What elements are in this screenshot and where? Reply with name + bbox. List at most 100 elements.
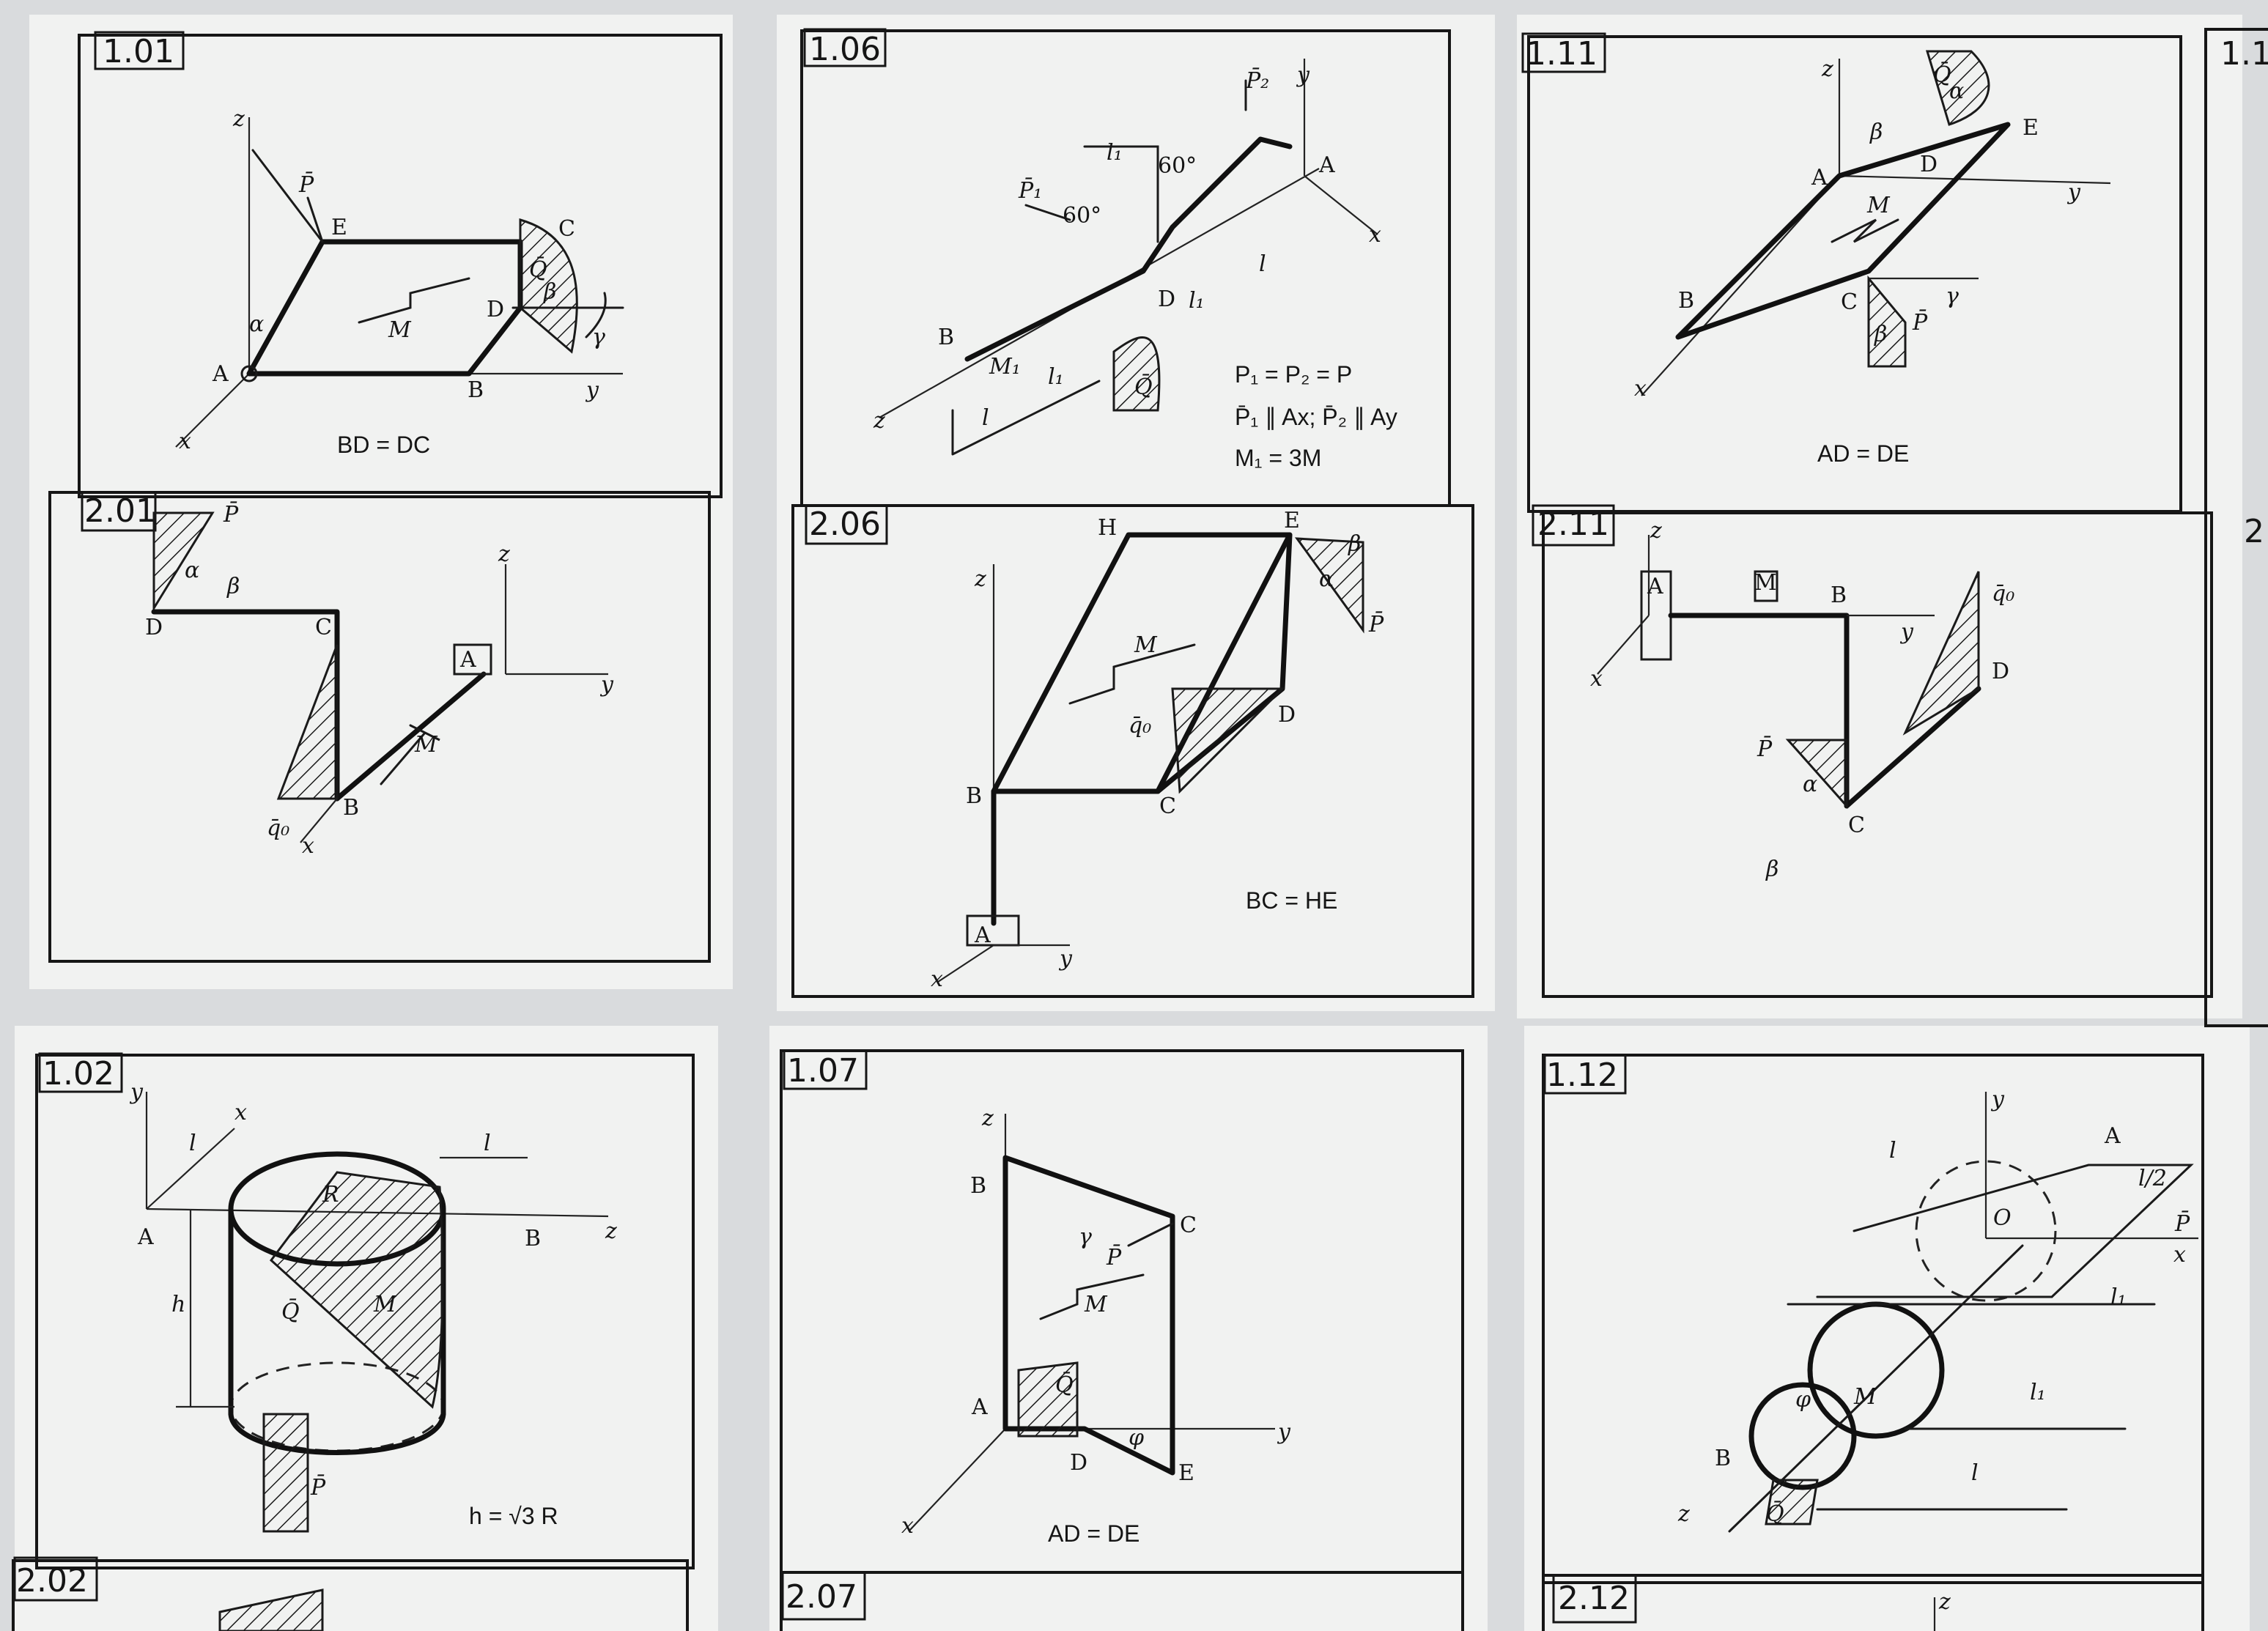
- svg-text:B: B: [966, 783, 982, 809]
- svg-text:A: A: [1318, 152, 1335, 178]
- svg-text:Q̄: Q̄: [281, 1298, 300, 1325]
- svg-text:l: l: [982, 405, 989, 431]
- svg-text:Q̄: Q̄: [1055, 1372, 1074, 1398]
- svg-text:β: β: [1765, 857, 1778, 882]
- problem-2-06: 2.06 H E β α P̄ z M q̄₀ D B C A y x BC =…: [791, 504, 1474, 998]
- svg-text:O: O: [1993, 1205, 2012, 1231]
- svg-text:D: D: [1992, 659, 2009, 684]
- problem-1-01: 1.01 z P̄ E C Q̄ β M D γ α A B y x BD = …: [78, 31, 723, 498]
- svg-text:B: B: [970, 1173, 986, 1199]
- svg-text:α: α: [1803, 772, 1817, 797]
- svg-text:β: β: [1869, 119, 1883, 145]
- problem-2-12: 2.12 z: [1542, 1574, 2204, 1631]
- svg-text:y: y: [1296, 62, 1310, 88]
- svg-text:M: M: [1084, 1292, 1108, 1317]
- problem-number: 1.01: [103, 33, 174, 70]
- svg-text:B: B: [1831, 582, 1847, 608]
- problem-number: 1.06: [809, 31, 881, 68]
- svg-text:x: x: [931, 966, 943, 992]
- svg-text:A: A: [971, 1394, 988, 1420]
- sheet-6: [1524, 1026, 2250, 1631]
- problem-number: 2.07: [786, 1578, 857, 1616]
- svg-text:B: B: [468, 377, 484, 403]
- svg-text:x: x: [179, 429, 191, 454]
- svg-text:B: B: [938, 325, 954, 350]
- svg-text:l₁: l₁: [1189, 288, 1205, 314]
- problem-number: 2.12: [1558, 1580, 1630, 1617]
- svg-text:z: z: [1938, 1589, 1951, 1615]
- sheet-2: [777, 15, 1495, 1011]
- svg-text:β: β: [1874, 322, 1887, 347]
- svg-text:D: D: [145, 615, 163, 640]
- problem-number: 2.06: [809, 506, 881, 543]
- svg-text:φ: φ: [1795, 1387, 1811, 1413]
- svg-text:β: β: [543, 279, 556, 305]
- svg-text:60°: 60°: [1158, 153, 1197, 179]
- svg-text:D: D: [1278, 702, 1296, 728]
- svg-text:A: A: [1647, 574, 1663, 599]
- problem-1-11: 1.11 z Q̄ α β E A D y M B C γ β P̄ x AD …: [1521, 32, 2182, 513]
- problem-number: 1.11: [1526, 35, 1597, 73]
- svg-text:M: M: [1134, 632, 1158, 658]
- svg-text:z: z: [873, 408, 885, 434]
- svg-text:x: x: [901, 1513, 914, 1539]
- svg-text:Q̄: Q̄: [1766, 1501, 1784, 1527]
- condition-note: BD = DC: [337, 432, 430, 458]
- svg-text:P̄: P̄: [2174, 1210, 2190, 1237]
- svg-text:B: B: [343, 795, 359, 821]
- problem-1-07: 1.07 z B C γ P̄ M A Q̄ φ D E y x AD = DE: [780, 1049, 1464, 1574]
- svg-text:A: A: [212, 361, 229, 387]
- svg-text:M: M: [1754, 570, 1777, 596]
- svg-text:C: C: [1180, 1213, 1197, 1238]
- svg-text:C: C: [558, 216, 575, 242]
- svg-text:P̄: P̄: [1368, 611, 1384, 637]
- svg-text:y: y: [1058, 946, 1073, 972]
- svg-text:y: y: [129, 1079, 144, 1105]
- svg-text:x: x: [234, 1100, 247, 1125]
- condition-note: P̄₁ ∥ Ax; P̄₂ ∥ Ay: [1235, 404, 1397, 430]
- problem-number: 2: [2244, 513, 2264, 550]
- svg-text:P̄: P̄: [298, 171, 314, 198]
- condition-note: h = √3 R: [469, 1503, 558, 1529]
- problem-edge-partial: 1.1 2: [2204, 28, 2268, 1027]
- problem-1-12: 1.12 y A l l/2 P̄ x O l₁ l₁ M l B z Q̄ φ: [1542, 1054, 2204, 1584]
- sheet-1: [29, 15, 733, 989]
- svg-text:Q̄: Q̄: [1134, 374, 1153, 400]
- condition-note: AD = DE: [1817, 440, 1909, 467]
- svg-text:l: l: [484, 1131, 491, 1156]
- svg-text:E: E: [1178, 1460, 1194, 1486]
- svg-text:q̄₀: q̄₀: [1992, 581, 2014, 607]
- svg-text:M: M: [1866, 193, 1891, 218]
- problem-number: 1.1: [2220, 35, 2268, 73]
- svg-text:x: x: [1634, 376, 1647, 402]
- svg-text:C: C: [315, 615, 332, 640]
- svg-text:l₁: l₁: [2110, 1284, 2127, 1310]
- svg-text:γ: γ: [592, 325, 605, 350]
- svg-text:P̄: P̄: [1757, 736, 1773, 762]
- svg-text:M₁: M₁: [989, 354, 1021, 380]
- svg-text:E: E: [1284, 508, 1300, 533]
- problem-2-11: 2.11 z A M B y q̄₀ x D P̄ α C β: [1532, 504, 2213, 998]
- svg-text:z: z: [232, 106, 245, 132]
- svg-text:q̄₀: q̄₀: [267, 815, 289, 841]
- svg-text:z: z: [1650, 518, 1662, 544]
- svg-text:D: D: [1920, 152, 1938, 177]
- svg-text:M: M: [1853, 1384, 1877, 1410]
- svg-text:P̄: P̄: [1912, 309, 1928, 336]
- svg-text:x: x: [1590, 666, 1603, 692]
- svg-text:z: z: [1821, 56, 1833, 82]
- svg-text:l: l: [1889, 1138, 1896, 1164]
- problem-number: 2.02: [16, 1562, 88, 1599]
- svg-text:C: C: [1848, 813, 1865, 838]
- svg-text:D: D: [487, 297, 504, 322]
- svg-text:l: l: [189, 1131, 196, 1156]
- svg-text:R: R: [322, 1182, 339, 1207]
- svg-text:E: E: [331, 215, 347, 240]
- svg-text:B: B: [1715, 1446, 1731, 1471]
- problem-number: 2.11: [1537, 506, 1609, 543]
- problem-2-07: 2.07: [780, 1571, 1464, 1631]
- condition-note: M₁ = 3M: [1235, 445, 1321, 471]
- svg-text:A: A: [137, 1224, 154, 1250]
